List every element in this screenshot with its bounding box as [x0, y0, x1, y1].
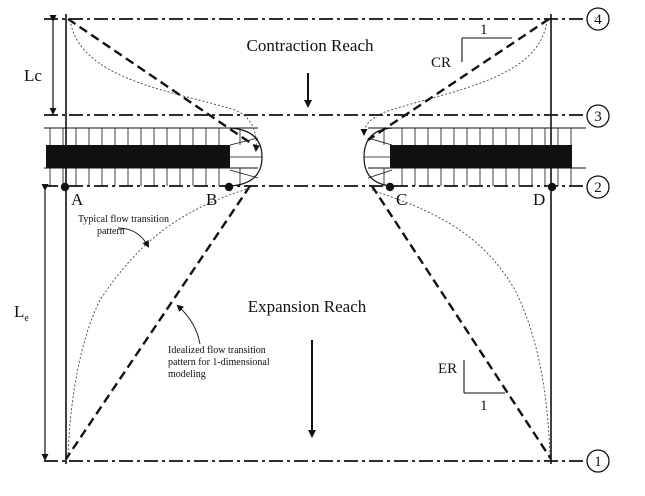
- point-a-label: A: [71, 190, 84, 209]
- section-marker-3: 3: [586, 104, 610, 128]
- point-b-label: B: [206, 190, 217, 209]
- idealized-contraction-right: [367, 18, 550, 141]
- section-marker-1: 1: [586, 449, 610, 473]
- contraction-reach-label: Contraction Reach: [247, 36, 374, 55]
- typical-flow-expansion-left: [67, 187, 251, 457]
- left-abutment-block: [46, 145, 230, 168]
- er-slope-indicator: ER 1: [438, 360, 505, 414]
- typical-flow-text-line1: Typical flow transition: [78, 214, 169, 225]
- section-marker-2: 2: [586, 175, 610, 199]
- point-a-marker: [60, 182, 70, 192]
- section-1-label: 1: [594, 454, 602, 470]
- section-3-label: 3: [594, 109, 602, 125]
- section-2-label: 2: [594, 180, 602, 196]
- er-label: ER: [438, 361, 457, 377]
- point-d-marker: [547, 182, 557, 192]
- expansion-reach-label: Expansion Reach: [248, 297, 367, 316]
- section-marker-4: 4: [586, 7, 610, 31]
- typical-flow-expansion-right: [371, 189, 551, 457]
- cr-slope-one: 1: [480, 22, 488, 38]
- section-4-label: 4: [594, 12, 602, 28]
- cr-slope-indicator: CR 1: [431, 22, 512, 71]
- point-b-marker: [224, 182, 234, 192]
- typical-flow-contraction-right: [360, 19, 548, 136]
- er-slope-one: 1: [480, 398, 488, 414]
- idealized-flow-annotation: Idealized flow transition pattern for 1-…: [168, 304, 270, 380]
- right-abutment-block: [390, 145, 572, 168]
- idealized-contraction-left: [67, 18, 259, 149]
- typical-flow-pointer-arrow: [117, 227, 149, 248]
- le-dimension: Le: [14, 184, 49, 461]
- lc-dimension: Lc: [24, 15, 57, 115]
- idealized-expansion-right: [370, 185, 553, 460]
- point-d-label: D: [533, 190, 545, 209]
- typical-flow-annotation: Typical flow transition pattern: [78, 214, 169, 248]
- idealized-flow-pointer-arrow: [176, 304, 201, 345]
- typical-flow-contraction-left: [69, 19, 260, 152]
- left-embankment: [44, 127, 263, 187]
- point-c-marker: [385, 182, 395, 192]
- point-c-label: C: [396, 190, 407, 209]
- lc-label: Lc: [24, 66, 42, 85]
- idealized-expansion-left: [65, 185, 251, 460]
- idealized-flow-text-line1: Idealized flow transition: [168, 345, 266, 356]
- cr-label: CR: [431, 55, 451, 71]
- typical-flow-text-line2: pattern: [97, 226, 125, 237]
- le-label: Le: [14, 302, 29, 324]
- idealized-flow-text-line3: modeling: [168, 369, 206, 380]
- idealized-flow-text-line2: pattern for 1-dimensional: [168, 357, 270, 368]
- right-embankment: [363, 127, 586, 187]
